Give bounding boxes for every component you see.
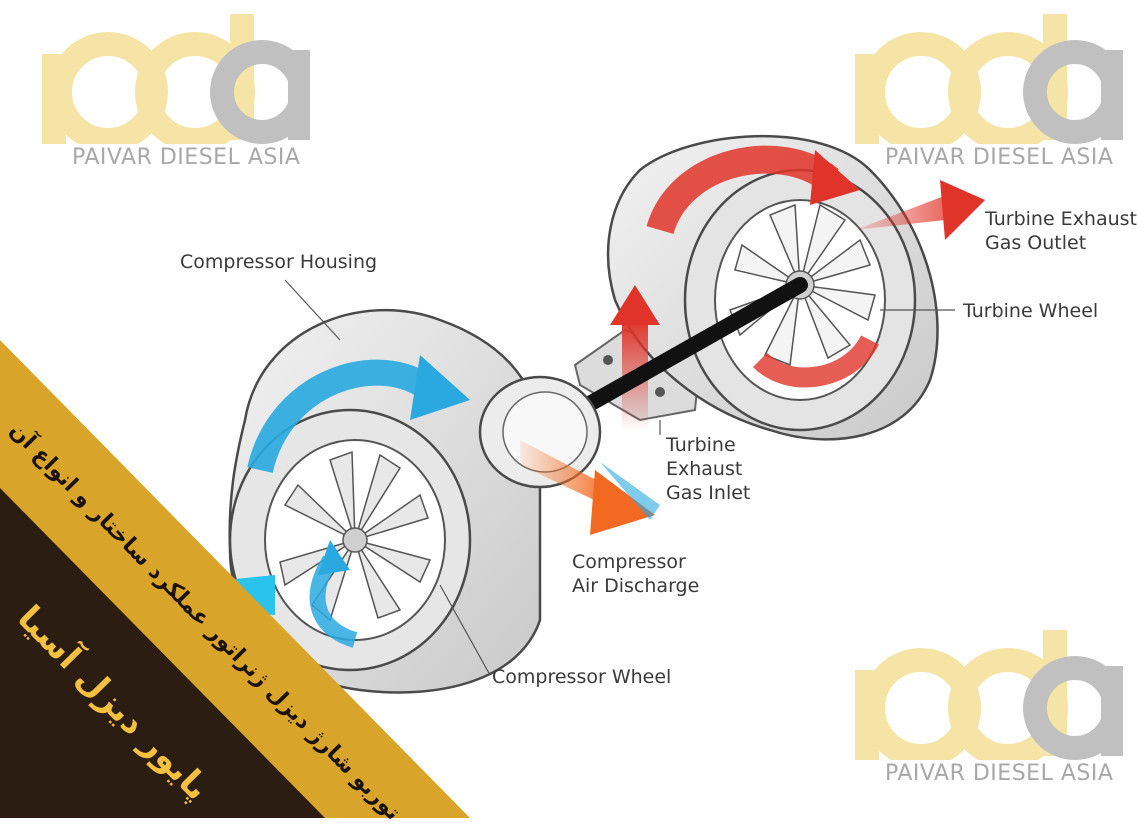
logo-watermark-top-right: PAIVAR DIESEL ASIA [853, 14, 1127, 184]
label-turbine-wheel: Turbine Wheel [963, 300, 1099, 322]
logo-watermark-bottom-right: PAIVAR DIESEL ASIA [853, 630, 1127, 800]
logo-text: PAIVAR DIESEL ASIA [72, 145, 301, 170]
leader-lines [284, 279, 955, 676]
banner-dark-stripe [0, 488, 325, 818]
pda-logo-mark [855, 630, 1127, 795]
pda-logo-mark [855, 14, 1127, 179]
logo-watermark-top-left: PAIVAR DIESEL ASIA [40, 14, 314, 184]
turbine-assembly [573, 134, 985, 441]
promo-banner [0, 340, 470, 818]
label-compressor-air-discharge: Compressor Air Discharge [572, 551, 700, 597]
compressor-flow-arrow [247, 359, 439, 474]
turbine-wheel [729, 203, 876, 367]
compressor-assembly [225, 308, 660, 694]
logo-text: PAIVAR DIESEL ASIA [885, 145, 1114, 170]
turbine-flow-arrow [646, 145, 839, 235]
pda-logo-mark [42, 14, 314, 179]
label-turbine-exhaust-gas-inlet: Turbine Exhaust Gas Inlet [666, 434, 751, 504]
label-compressor-housing: Compressor Housing [180, 251, 378, 273]
air-discharge-arrow [520, 440, 615, 505]
label-turbine-exhaust-gas-outlet: Turbine Exhaust Gas Outlet [985, 208, 1137, 254]
logo-text: PAIVAR DIESEL ASIA [885, 761, 1114, 786]
label-compressor-wheel: Compressor Wheel [492, 666, 672, 688]
